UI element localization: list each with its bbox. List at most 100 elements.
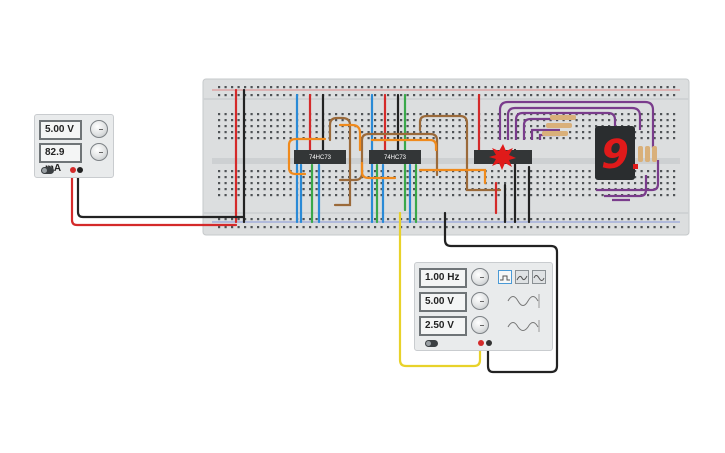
breadboard-hole[interactable] [250, 86, 253, 89]
breadboard-hole[interactable] [530, 176, 533, 179]
breadboard-hole[interactable] [517, 182, 520, 185]
breadboard-hole[interactable] [361, 125, 364, 128]
breadboard-hole[interactable] [276, 182, 279, 185]
breadboard-hole[interactable] [530, 188, 533, 191]
breadboard-hole[interactable] [374, 137, 377, 140]
breadboard-hole[interactable] [276, 218, 279, 221]
breadboard-hole[interactable] [263, 94, 266, 97]
breadboard-hole[interactable] [432, 176, 435, 179]
breadboard-hole[interactable] [608, 226, 611, 229]
breadboard-hole[interactable] [406, 125, 409, 128]
breadboard-hole[interactable] [322, 86, 325, 89]
breadboard-hole[interactable] [426, 86, 429, 89]
breadboard-hole[interactable] [322, 170, 325, 173]
breadboard-hole[interactable] [647, 94, 650, 97]
breadboard-hole[interactable] [510, 182, 513, 185]
breadboard-hole[interactable] [276, 176, 279, 179]
breadboard-hole[interactable] [276, 131, 279, 134]
breadboard-hole[interactable] [614, 86, 617, 89]
breadboard-hole[interactable] [335, 182, 338, 185]
breadboard-hole[interactable] [549, 94, 552, 97]
breadboard-hole[interactable] [471, 113, 474, 116]
breadboard-hole[interactable] [218, 94, 221, 97]
breadboard-hole[interactable] [426, 94, 429, 97]
breadboard-hole[interactable] [523, 94, 526, 97]
breadboard-hole[interactable] [458, 113, 461, 116]
breadboard-hole[interactable] [361, 188, 364, 191]
breadboard-hole[interactable] [497, 137, 500, 140]
breadboard-hole[interactable] [673, 125, 676, 128]
breadboard-hole[interactable] [354, 113, 357, 116]
breadboard-hole[interactable] [458, 194, 461, 197]
breadboard-hole[interactable] [569, 218, 572, 221]
breadboard-hole[interactable] [601, 119, 604, 122]
breadboard-hole[interactable] [562, 86, 565, 89]
breadboard-hole[interactable] [614, 218, 617, 221]
breadboard-hole[interactable] [484, 113, 487, 116]
breadboard-hole[interactable] [588, 131, 591, 134]
breadboard-hole[interactable] [289, 226, 292, 229]
breadboard-hole[interactable] [640, 176, 643, 179]
breadboard-hole[interactable] [484, 226, 487, 229]
breadboard-hole[interactable] [393, 170, 396, 173]
breadboard-hole[interactable] [432, 125, 435, 128]
breadboard-hole[interactable] [458, 86, 461, 89]
breadboard-hole[interactable] [263, 218, 266, 221]
breadboard-hole[interactable] [328, 86, 331, 89]
breadboard-hole[interactable] [341, 182, 344, 185]
breadboard-hole[interactable] [361, 113, 364, 116]
breadboard-hole[interactable] [536, 125, 539, 128]
breadboard-hole[interactable] [276, 86, 279, 89]
breadboard-hole[interactable] [315, 226, 318, 229]
breadboard-hole[interactable] [328, 176, 331, 179]
breadboard-hole[interactable] [458, 182, 461, 185]
breadboard-hole[interactable] [270, 131, 273, 134]
breadboard-hole[interactable] [289, 119, 292, 122]
chip-74hc73-1[interactable]: 74HC73 [294, 150, 346, 164]
breadboard-hole[interactable] [367, 119, 370, 122]
breadboard-hole[interactable] [549, 218, 552, 221]
breadboard-hole[interactable] [218, 182, 221, 185]
sine-wave-button[interactable] [532, 270, 546, 284]
breadboard-hole[interactable] [627, 119, 630, 122]
breadboard-hole[interactable] [354, 131, 357, 134]
breadboard-hole[interactable] [419, 131, 422, 134]
breadboard-hole[interactable] [562, 176, 565, 179]
voltage-knob[interactable] [90, 120, 108, 138]
breadboard-hole[interactable] [393, 194, 396, 197]
breadboard-hole[interactable] [491, 86, 494, 89]
breadboard-hole[interactable] [257, 194, 260, 197]
breadboard-hole[interactable] [426, 188, 429, 191]
breadboard-hole[interactable] [653, 176, 656, 179]
breadboard-hole[interactable] [354, 226, 357, 229]
breadboard-hole[interactable] [621, 182, 624, 185]
breadboard-hole[interactable] [647, 182, 650, 185]
breadboard-hole[interactable] [270, 188, 273, 191]
breadboard-hole[interactable] [517, 226, 520, 229]
breadboard-hole[interactable] [478, 182, 481, 185]
breadboard-hole[interactable] [263, 226, 266, 229]
breadboard-hole[interactable] [380, 226, 383, 229]
breadboard-hole[interactable] [354, 170, 357, 173]
breadboard-hole[interactable] [666, 119, 669, 122]
breadboard-hole[interactable] [257, 86, 260, 89]
breadboard-hole[interactable] [582, 170, 585, 173]
breadboard-hole[interactable] [328, 94, 331, 97]
breadboard-hole[interactable] [224, 94, 227, 97]
breadboard-hole[interactable] [218, 176, 221, 179]
breadboard-hole[interactable] [510, 119, 513, 122]
breadboard-hole[interactable] [413, 94, 416, 97]
breadboard-hole[interactable] [595, 119, 598, 122]
breadboard-hole[interactable] [218, 131, 221, 134]
breadboard-hole[interactable] [517, 86, 520, 89]
breadboard-hole[interactable] [231, 86, 234, 89]
breadboard-hole[interactable] [400, 137, 403, 140]
breadboard-hole[interactable] [575, 131, 578, 134]
breadboard-hole[interactable] [478, 176, 481, 179]
breadboard-hole[interactable] [523, 188, 526, 191]
breadboard-hole[interactable] [562, 119, 565, 122]
breadboard-hole[interactable] [302, 170, 305, 173]
breadboard-hole[interactable] [569, 86, 572, 89]
breadboard-hole[interactable] [406, 188, 409, 191]
breadboard-hole[interactable] [653, 125, 656, 128]
